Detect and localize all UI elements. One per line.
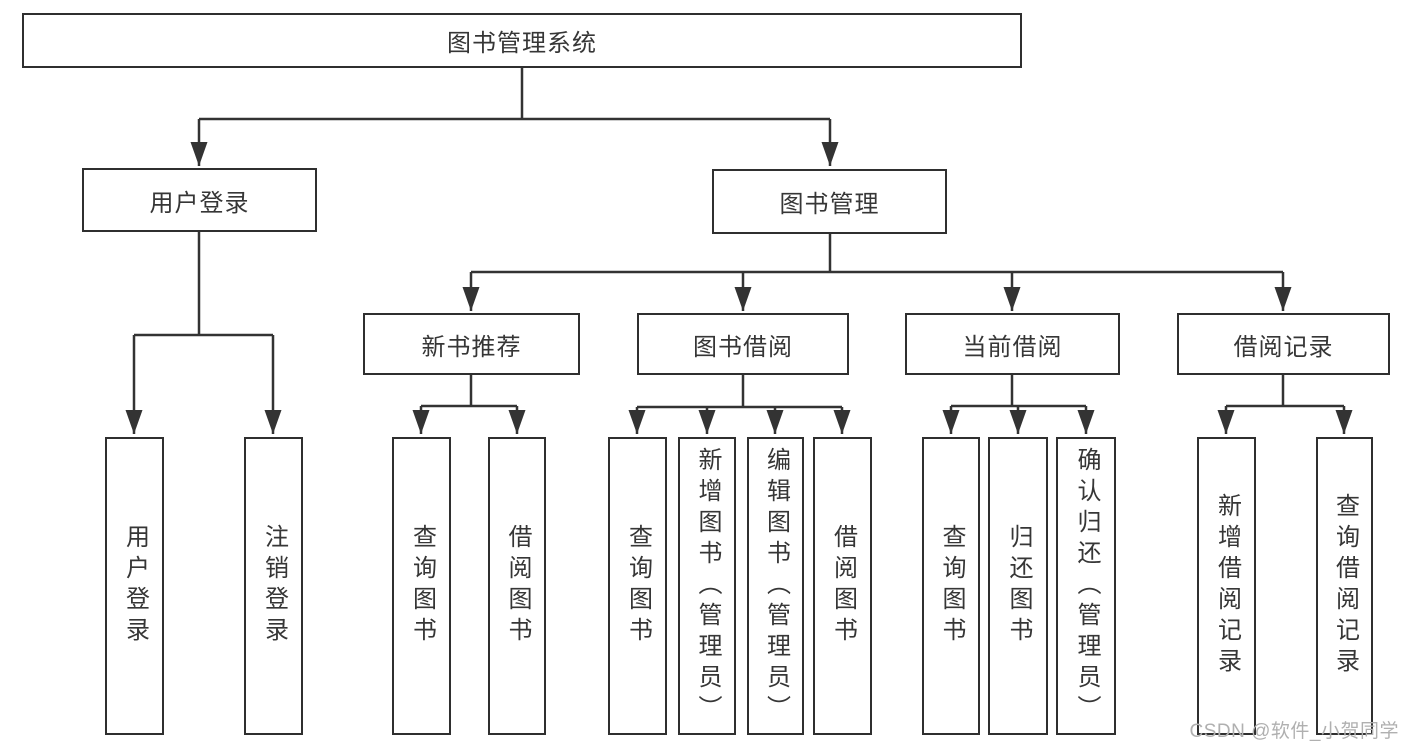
node-label: 图书管理 <box>779 191 880 218</box>
leaf-add-borrow-record: 新增借阅记录 <box>1197 437 1256 735</box>
leaf-label: 编辑图书（管理员） <box>762 446 790 726</box>
leaf-borrow-books: 借阅图书 <box>813 437 872 735</box>
leaf-label: 新增图书（管理员） <box>694 446 721 726</box>
node-borrowing-records: 借阅记录 <box>1177 313 1390 375</box>
leaf-label: 新增借阅记录 <box>1213 493 1241 679</box>
leaf-query-books-current: 查询图书 <box>922 437 980 735</box>
leaf-label: 查询图书 <box>624 524 652 648</box>
node-label: 借阅记录 <box>1233 333 1334 361</box>
leaf-label: 查询图书 <box>408 524 436 648</box>
leaf-label: 用户登录 <box>121 524 149 648</box>
node-book-borrowing: 图书借阅 <box>637 313 849 375</box>
node-label: 图书借阅 <box>693 333 793 361</box>
csdn-watermark: CSDN @软件_小贺同学 <box>1189 721 1399 742</box>
leaf-label: 查询图书 <box>938 524 965 648</box>
leaf-label: 借阅图书 <box>504 524 531 648</box>
leaf-label: 注销登录 <box>260 524 288 648</box>
node-label: 新书推荐 <box>421 333 522 361</box>
leaf-return-books: 归还图书 <box>988 437 1048 735</box>
leaf-query-books-recommend: 查询图书 <box>392 437 451 735</box>
leaf-borrow-books-recommend: 借阅图书 <box>488 437 546 735</box>
leaf-label: 查询借阅记录 <box>1331 493 1359 679</box>
node-label: 当前借阅 <box>962 333 1063 361</box>
node-user-login: 用户登录 <box>82 168 317 232</box>
leaf-user-login: 用户登录 <box>105 437 164 735</box>
node-label: 图书管理系统 <box>447 30 597 57</box>
leaf-edit-books-admin: 编辑图书（管理员） <box>747 437 804 735</box>
leaf-label: 确认归还（管理员） <box>1073 446 1100 726</box>
node-new-book-recommendation: 新书推荐 <box>363 313 580 375</box>
leaf-label: 借阅图书 <box>829 524 857 648</box>
leaf-query-borrow-record: 查询借阅记录 <box>1316 437 1373 735</box>
node-library-management-system: 图书管理系统 <box>22 13 1022 68</box>
node-current-borrowing: 当前借阅 <box>905 313 1120 375</box>
node-book-management: 图书管理 <box>712 169 947 234</box>
leaf-add-books-admin: 新增图书（管理员） <box>678 437 736 735</box>
leaf-query-books-borrowing: 查询图书 <box>608 437 667 735</box>
leaf-logout: 注销登录 <box>244 437 303 735</box>
leaf-confirm-return-admin: 确认归还（管理员） <box>1056 437 1116 735</box>
node-label: 用户登录 <box>149 189 250 217</box>
leaf-label: 归还图书 <box>1005 524 1032 648</box>
